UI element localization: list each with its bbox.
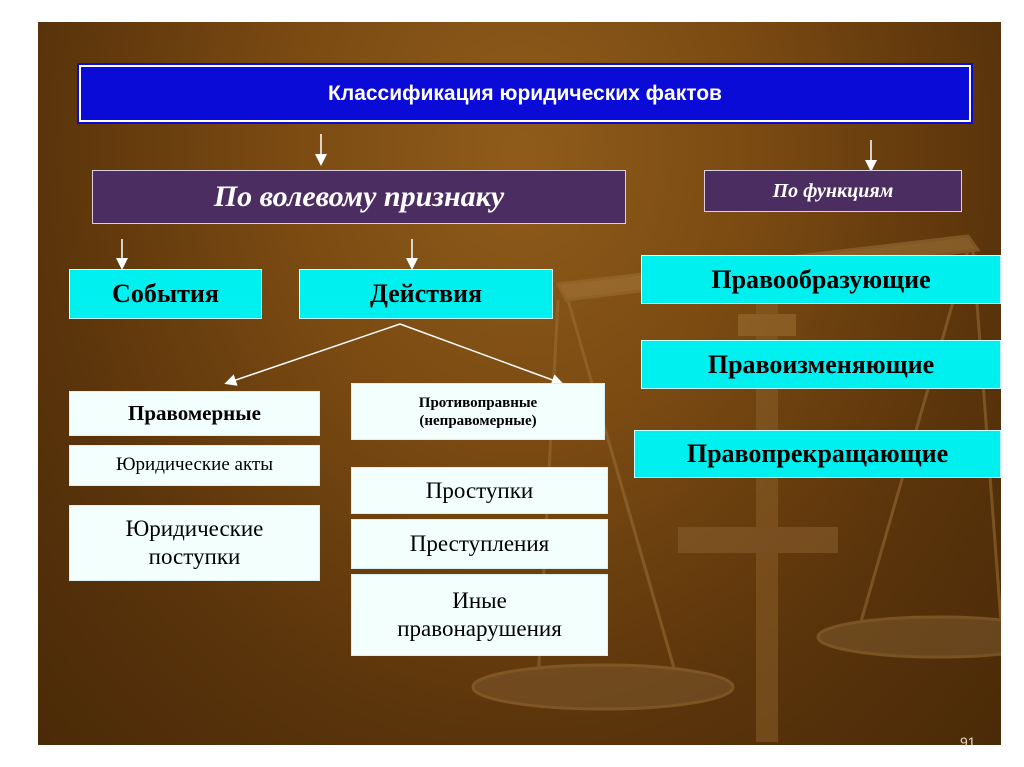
function-item: Правоизменяющие xyxy=(641,340,1001,389)
category-actions: Действия xyxy=(299,269,553,319)
slide: Классификация юридических фактов По воле… xyxy=(38,22,1001,745)
subtype-lawful: Правомерные xyxy=(69,391,320,436)
branch-volitional: По волевому признаку xyxy=(92,170,626,224)
function-item: Правопрекращающие xyxy=(634,430,1001,478)
connector-arrows xyxy=(116,134,877,386)
unlawful-item: Проступки xyxy=(351,467,608,514)
branch-functions: По функциям xyxy=(704,170,962,212)
category-events: События xyxy=(69,269,262,319)
page-number: 91 xyxy=(960,734,976,745)
unlawful-item: Иные правонарушения xyxy=(351,574,608,656)
lawful-item: Юридические поступки xyxy=(69,505,320,581)
function-item: Правообразующие xyxy=(641,255,1001,304)
unlawful-item: Преступления xyxy=(351,519,608,569)
diagram-title: Классификация юридических фактов xyxy=(77,63,973,124)
lawful-item: Юридические акты xyxy=(69,445,320,486)
subtype-unlawful: Противоправные (неправомерные) xyxy=(351,383,605,440)
